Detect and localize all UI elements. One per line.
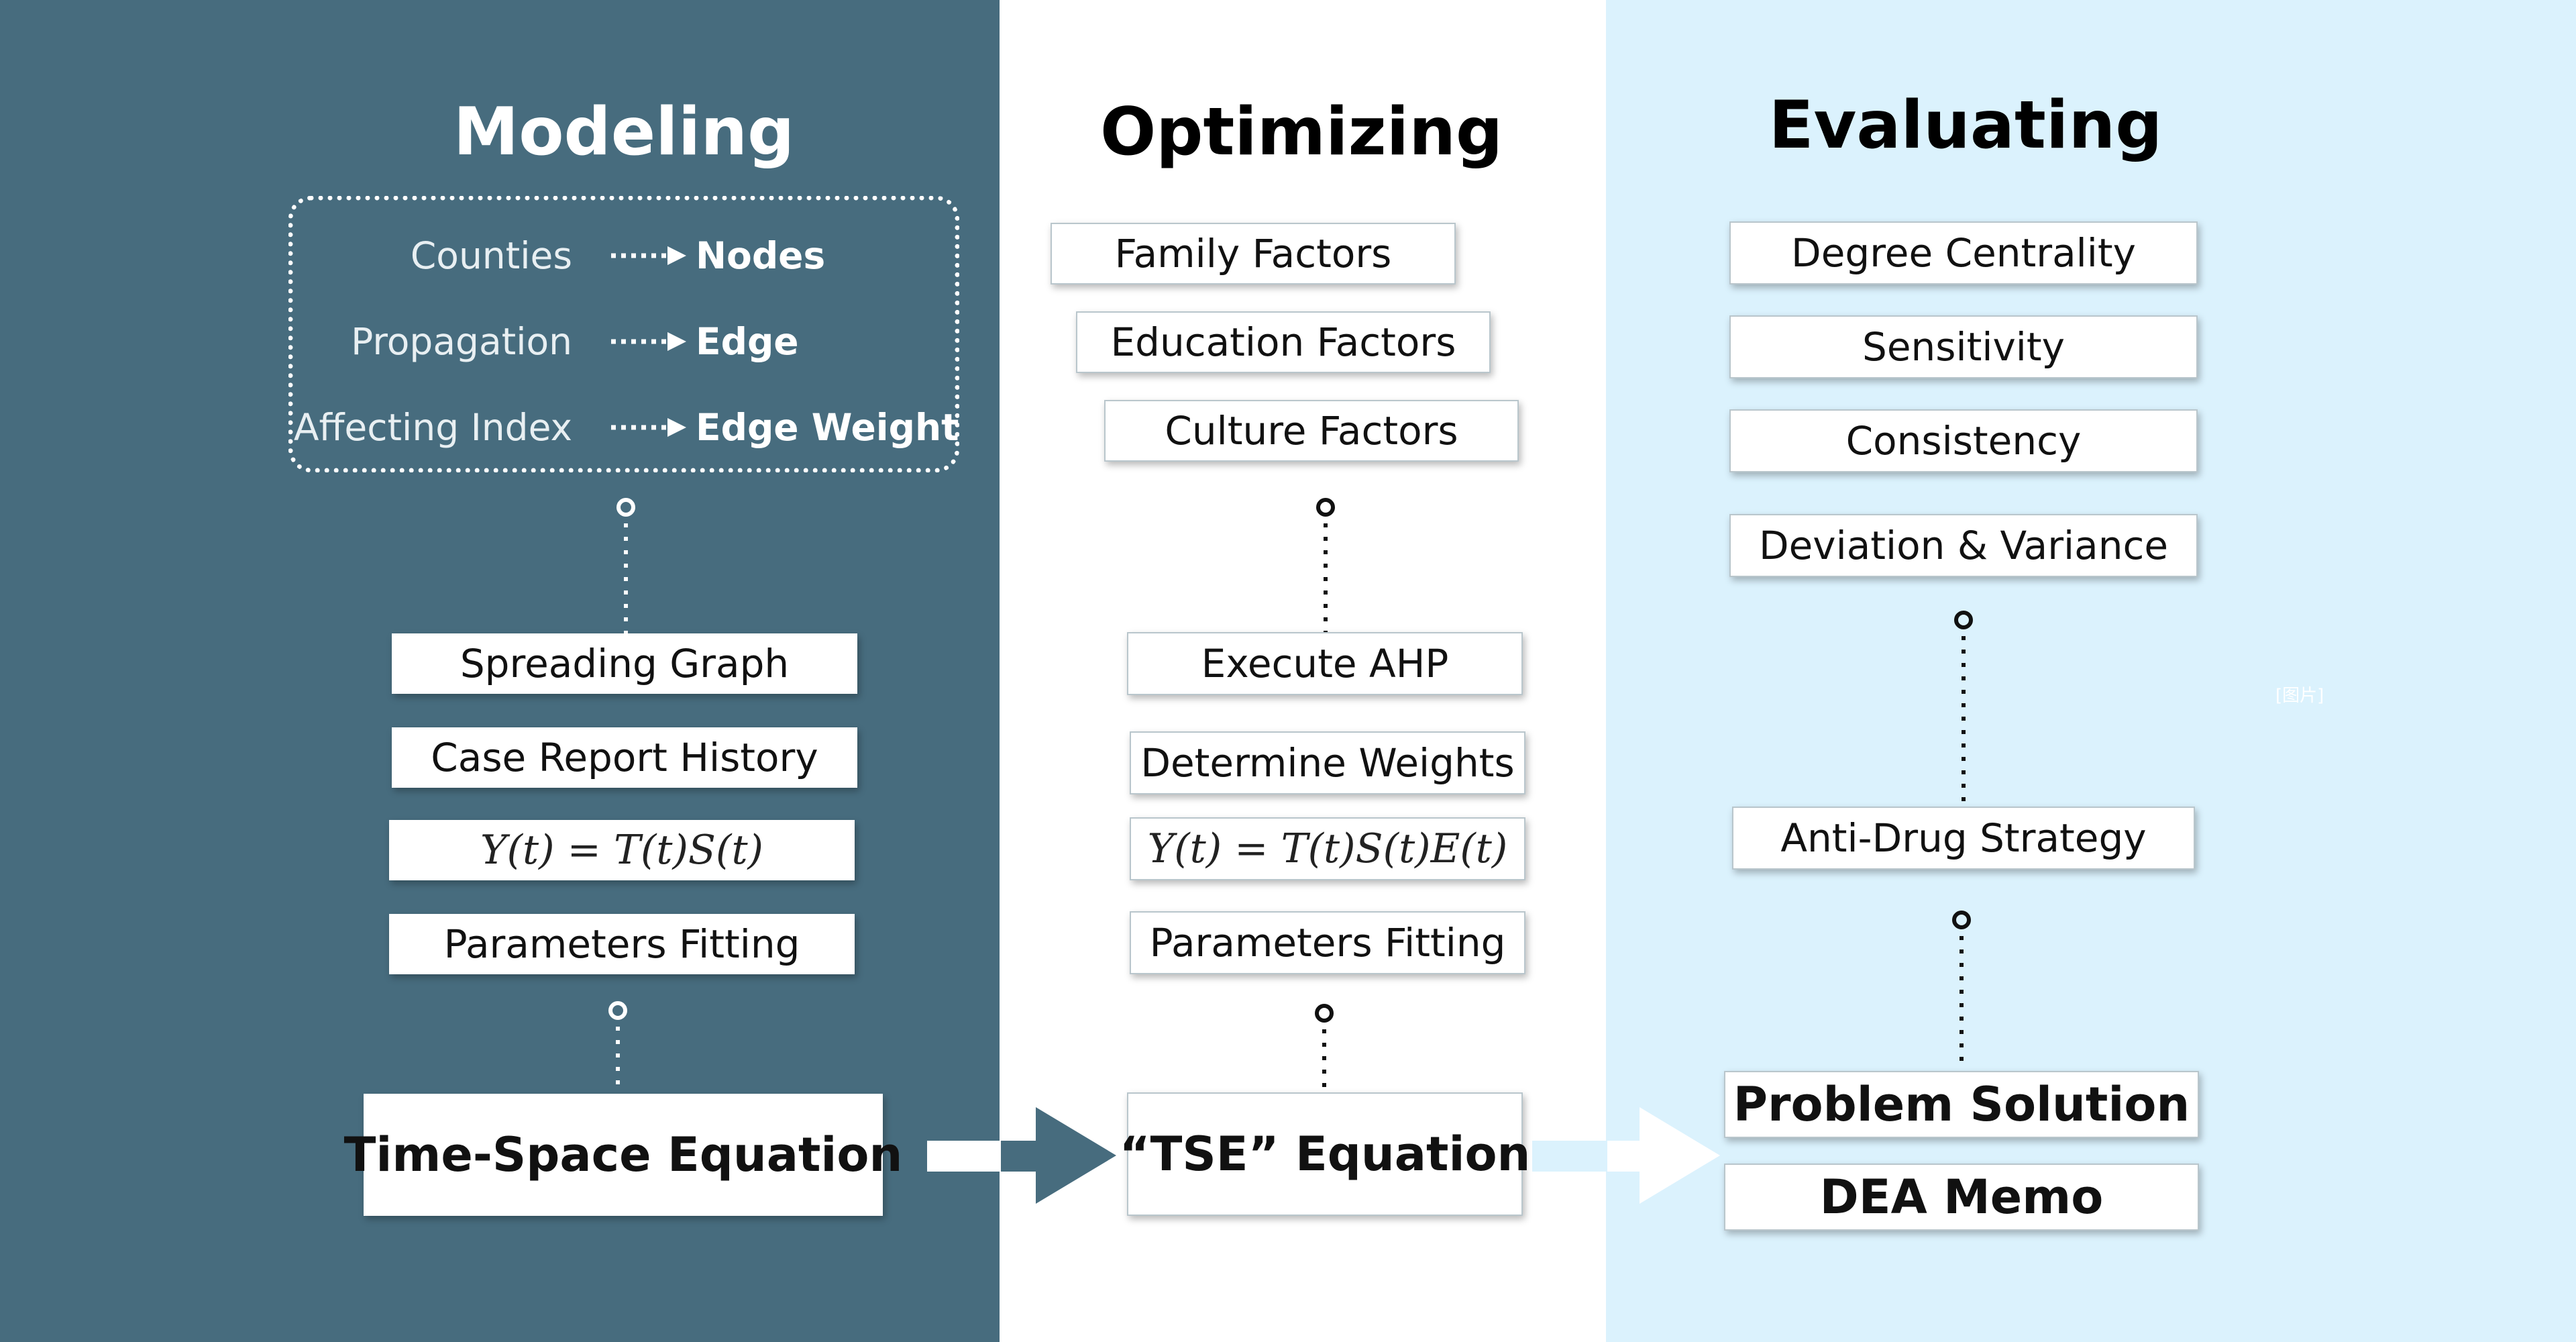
- optimizing-title: Optimizing: [1100, 94, 1503, 170]
- evaluating-title: Evaluating: [1768, 87, 2163, 164]
- culture-factors-box: Culture Factors: [1104, 400, 1519, 462]
- optimizing-formula-box: Y(t) = T(t)S(t)E(t): [1130, 817, 1525, 880]
- mapping-source: Counties: [410, 234, 572, 277]
- determine-weights-box: Determine Weights: [1130, 731, 1525, 794]
- consistency-box: Consistency: [1729, 409, 2198, 472]
- dotted-arrow-icon: [611, 246, 686, 265]
- connector-evaluating-bottom: [1952, 911, 1971, 1068]
- degree-centrality-box: Degree Centrality: [1729, 221, 2198, 285]
- dotted-arrow-icon: [611, 332, 686, 351]
- mapping-source: Propagation: [351, 320, 572, 363]
- mapping-target: Nodes: [696, 234, 826, 277]
- dotted-arrow-icon: [611, 418, 686, 437]
- problem-solution-box: Problem Solution: [1724, 1071, 2199, 1138]
- deviation-variance-box: Deviation & Variance: [1729, 514, 2198, 577]
- evaluating-column: [1606, 0, 2576, 1342]
- arrow-modeling-to-optimizing-icon: [927, 1107, 1116, 1204]
- spreading-graph-box: Spreading Graph: [392, 633, 857, 694]
- mapping-box: Counties Nodes Propagation Edge Affectin…: [288, 196, 959, 472]
- mapping-row-affecting-index: Affecting Index Edge Weight: [293, 401, 959, 454]
- image-placeholder-label: [图片]: [2275, 686, 2324, 706]
- tse-equation-box: “TSE” Equation: [1120, 1092, 1530, 1216]
- modeling-title: Modeling: [453, 94, 795, 170]
- mapping-target: Edge Weight: [696, 406, 959, 449]
- connector-modeling-top: [616, 498, 635, 634]
- sensitivity-box: Sensitivity: [1729, 315, 2198, 378]
- connector-optimizing-bottom: [1315, 1004, 1334, 1094]
- arrow-optimizing-to-evaluating-icon: [1532, 1107, 1720, 1204]
- education-factors-box: Education Factors: [1076, 311, 1491, 373]
- anti-drug-strategy-box: Anti-Drug Strategy: [1732, 807, 2195, 870]
- mapping-row-propagation: Propagation Edge: [293, 315, 955, 368]
- connector-evaluating-top: [1954, 611, 1973, 808]
- time-space-equation-box: Time-Space Equation: [344, 1094, 902, 1216]
- connector-modeling-bottom: [608, 1001, 627, 1091]
- dea-memo-box: DEA Memo: [1724, 1164, 2199, 1231]
- mapping-target: Edge: [696, 320, 799, 363]
- execute-ahp-box: Execute AHP: [1127, 632, 1523, 695]
- modeling-formula-box: Y(t) = T(t)S(t): [389, 820, 855, 880]
- mapping-row-counties: Counties Nodes: [293, 229, 955, 282]
- family-factors-box: Family Factors: [1051, 223, 1456, 285]
- case-report-history-box: Case Report History: [392, 727, 857, 788]
- modeling-parameters-fitting-box: Parameters Fitting: [389, 914, 855, 974]
- optimizing-parameters-fitting-box: Parameters Fitting: [1130, 911, 1525, 974]
- connector-optimizing-top: [1316, 498, 1335, 634]
- mapping-source: Affecting Index: [293, 406, 572, 449]
